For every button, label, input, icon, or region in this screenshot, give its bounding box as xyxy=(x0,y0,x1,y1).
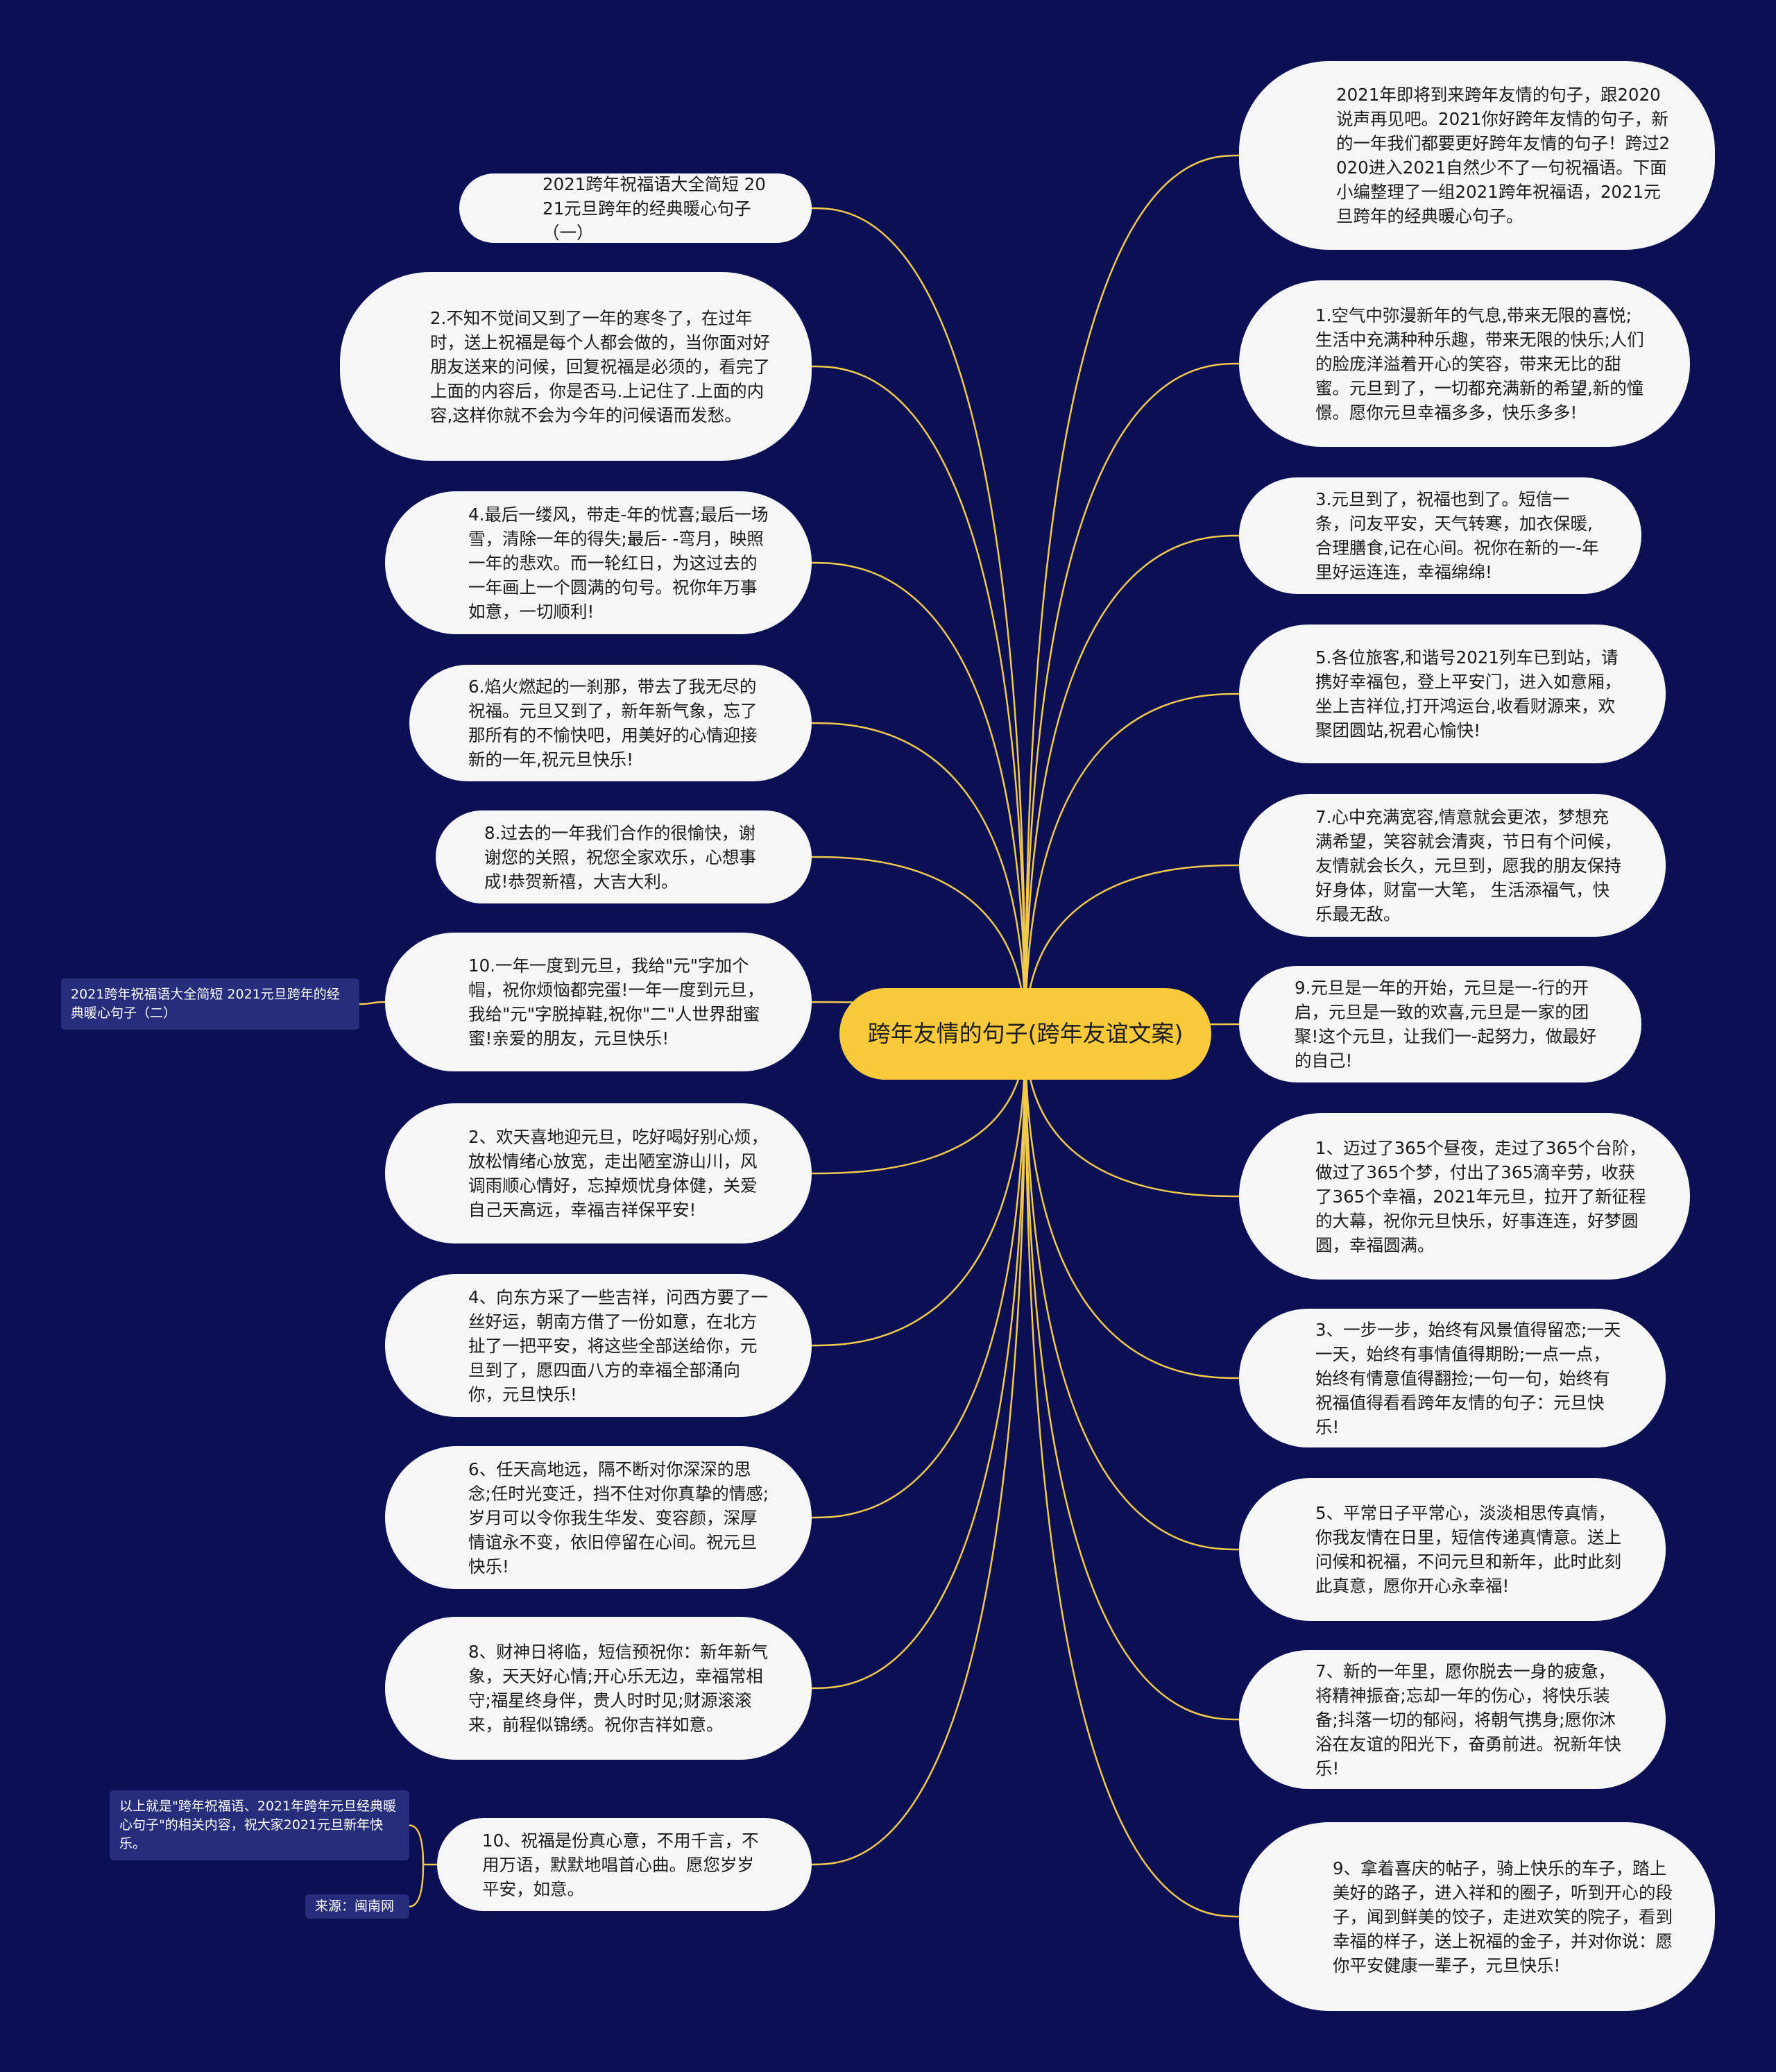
connector-bracket-source xyxy=(409,1864,425,1908)
source-label[interactable]: 来源：闽南网 xyxy=(305,1894,409,1919)
right-node-6-text: 9.元旦是一年的开始，元旦是一-行的开启，元旦是一致的欢喜,元旦是一家的团聚!这… xyxy=(1295,978,1597,1071)
left-node-3-text: 4.最后一缕风，带走-年的忧喜;最后一场雪，清除一年的得失;最后- -弯月，映照… xyxy=(468,504,769,622)
connector-bracket-summary xyxy=(409,1824,425,1865)
connector-right-4 xyxy=(1024,693,1240,1035)
left-node-8-text: 4、向东方采了一些吉祥，问西方要了一丝好运，朝南方借了一份如意，在北方扯了一把平… xyxy=(468,1286,769,1404)
connector-right-7 xyxy=(1024,1033,1240,1198)
left-node-11-text: 10、祝福是份真心意，不用千言，不用万语，默默地唱首心曲。愿您岁岁平安，如意。 xyxy=(482,1830,759,1899)
side-note-part-two-text: 2021跨年祝福语大全简短 2021元旦跨年的经典暖心句子（二） xyxy=(71,987,340,1021)
left-node-7[interactable]: 2、欢天喜地迎元旦，吃好喝好别心烦，放松情绪心放宽，走出陋室游山川，风调雨顺心情… xyxy=(385,1103,812,1243)
right-node-11-text: 9、拿着喜庆的帖子，骑上快乐的车子，踏上美好的路子，进入祥和的圈子，听到开心的段… xyxy=(1333,1858,1673,1976)
left-node-8[interactable]: 4、向东方采了一些吉祥，问西方要了一丝好运，朝南方借了一份如意，在北方扯了一把平… xyxy=(385,1274,812,1417)
connector-right-5 xyxy=(1024,864,1240,1035)
connector-right-1 xyxy=(1024,154,1240,1035)
left-node-10[interactable]: 8、财神日将临，短信预祝你：新年新气象，天天好心情;开心乐无边，幸福常相守;福星… xyxy=(385,1617,812,1760)
right-node-7-text: 1、迈过了365个昼夜，走过了365个台阶，做过了365个梦，付出了365滴辛劳… xyxy=(1315,1137,1646,1255)
right-node-9-text: 5、平常日子平常心，淡淡相思传真情，你我友情在日里，短信传递真情意。送上问候和祝… xyxy=(1315,1503,1621,1596)
connector-right-9 xyxy=(1024,1033,1240,1551)
side-note-summary[interactable]: 以上就是"跨年祝福语、2021年跨年元旦经典暖心句子"的相关内容，祝大家2021… xyxy=(110,1790,409,1860)
left-node-1-text: 2021跨年祝福语大全简短 2021元旦跨年的经典暖心句子（一） xyxy=(543,173,766,243)
right-node-7[interactable]: 1、迈过了365个昼夜，走过了365个台阶，做过了365个梦，付出了365滴辛劳… xyxy=(1239,1113,1690,1280)
right-node-11[interactable]: 9、拿着喜庆的帖子，骑上快乐的车子，踏上美好的路子，进入祥和的圈子，听到开心的段… xyxy=(1239,1822,1715,2011)
left-node-11[interactable]: 10、祝福是份真心意，不用千言，不用万语，默默地唱首心曲。愿您岁岁平安，如意。 xyxy=(437,1818,812,1911)
right-node-10-text: 7、新的一年里，愿你脱去一身的疲惫，将精神振奋;忘却一年的伤心，将快乐装备;抖落… xyxy=(1315,1661,1621,1778)
side-note-summary-text: 以上就是"跨年祝福语、2021年跨年元旦经典暖心句子"的相关内容，祝大家2021… xyxy=(119,1799,397,1851)
right-node-3[interactable]: 3.元旦到了，祝福也到了。短信一条，问友平安，天气转寒，加衣保暖,合理膳食,记在… xyxy=(1239,477,1641,594)
connector-right-8 xyxy=(1024,1033,1240,1379)
left-node-10-text: 8、财神日将临，短信预祝你：新年新气象，天天好心情;开心乐无边，幸福常相守;福星… xyxy=(468,1642,769,1735)
right-node-2[interactable]: 1.空气中弥漫新年的气息,带来无限的喜悦;生活中充满种种乐趣，带来无限的快乐;人… xyxy=(1239,280,1690,447)
right-node-9[interactable]: 5、平常日子平常心，淡淡相思传真情，你我友情在日里，短信传递真情意。送上问候和祝… xyxy=(1239,1478,1666,1621)
source-label-text: 来源：闽南网 xyxy=(315,1899,395,1914)
left-node-5-text: 8.过去的一年我们合作的很愉快，谢谢您的关照，祝您全家欢乐，心想事成!恭贺新禧，… xyxy=(484,822,756,892)
connector-right-11 xyxy=(1024,1033,1240,1918)
right-node-5[interactable]: 7.心中充满宽容,情意就会更浓，梦想充满希望，笑容就会清爽，节日有个问候，友情就… xyxy=(1239,794,1666,937)
side-note-part-two[interactable]: 2021跨年祝福语大全简短 2021元旦跨年的经典暖心句子（二） xyxy=(61,978,359,1030)
connector-side-part-two xyxy=(359,1001,386,1005)
connector-left-11 xyxy=(811,1033,1027,1866)
right-node-6[interactable]: 9.元旦是一年的开始，元旦是一-行的开启，元旦是一致的欢喜,元旦是一家的团聚!这… xyxy=(1239,966,1641,1082)
center-topic[interactable]: 跨年友情的句子(跨年友谊文案) xyxy=(839,988,1211,1080)
left-node-4-text: 6.焰火燃起的一刹那，带去了我无尽的祝福。元旦又到了，新年新气象，忘了那所有的不… xyxy=(468,677,758,770)
left-node-2-text: 2.不知不觉间又到了一年的寒冬了，在过年时，送上祝福是每个人都会做的，当你面对好… xyxy=(430,307,770,425)
left-node-4[interactable]: 6.焰火燃起的一刹那，带去了我无尽的祝福。元旦又到了，新年新气象，忘了那所有的不… xyxy=(409,665,812,781)
left-node-9[interactable]: 6、任天高地远，隔不断对你深深的思念;任时光变迁，挡不住对你真挚的情感;岁月可以… xyxy=(385,1446,812,1589)
left-node-5[interactable]: 8.过去的一年我们合作的很愉快，谢谢您的关照，祝您全家欢乐，心想事成!恭贺新禧，… xyxy=(436,810,812,903)
left-node-2[interactable]: 2.不知不觉间又到了一年的寒冬了，在过年时，送上祝福是每个人都会做的，当你面对好… xyxy=(340,272,812,461)
left-node-9-text: 6、任天高地远，隔不断对你深深的思念;任时光变迁，挡不住对你真挚的情感;岁月可以… xyxy=(468,1459,769,1577)
connector-right-10 xyxy=(1024,1033,1240,1721)
connector-left-2 xyxy=(811,365,1027,1035)
connector-right-3 xyxy=(1024,534,1240,1035)
connector-left-3 xyxy=(811,561,1027,1035)
connector-left-5 xyxy=(811,856,1027,1035)
right-node-10[interactable]: 7、新的一年里，愿你脱去一身的疲惫，将精神振奋;忘却一年的伤心，将快乐装备;抖落… xyxy=(1239,1650,1666,1789)
left-node-6-text: 10.一年一度到元旦，我给"元"字加个帽，祝你烦恼都完蛋!一年一度到元旦，我给"… xyxy=(468,956,765,1048)
center-topic-text: 跨年友情的句子(跨年友谊文案) xyxy=(867,1020,1184,1047)
left-node-1[interactable]: 2021跨年祝福语大全简短 2021元旦跨年的经典暖心句子（一） xyxy=(459,173,812,243)
right-node-8[interactable]: 3、一步一步，始终有风景值得留恋;一天一天，始终有事情值得期盼;一点一点，始终有… xyxy=(1239,1309,1666,1447)
right-node-1-text: 2021年即将到来跨年友情的句子，跟2020说声再见吧。2021你好跨年友情的句… xyxy=(1336,85,1671,226)
right-node-4[interactable]: 5.各位旅客,和谐号2021列车已到站，请携好幸福包，登上平安门，进入如意厢，坐… xyxy=(1239,625,1666,763)
connector-left-10 xyxy=(811,1033,1027,1690)
connector-left-9 xyxy=(811,1033,1027,1519)
right-node-4-text: 5.各位旅客,和谐号2021列车已到站，请携好幸福包，登上平安门，进入如意厢，坐… xyxy=(1315,647,1621,740)
right-node-5-text: 7.心中充满宽容,情意就会更浓，梦想充满希望，笑容就会清爽，节日有个问候，友情就… xyxy=(1315,806,1621,924)
connector-right-2 xyxy=(1024,362,1240,1035)
right-node-2-text: 1.空气中弥漫新年的气息,带来无限的喜悦;生活中充满种种乐趣，带来无限的快乐;人… xyxy=(1315,305,1644,423)
connector-left-4 xyxy=(811,722,1027,1035)
connector-left-8 xyxy=(811,1033,1027,1347)
connector-left-1 xyxy=(811,207,1027,1035)
left-node-3[interactable]: 4.最后一缕风，带走-年的忧喜;最后一场雪，清除一年的得失;最后- -弯月，映照… xyxy=(385,491,812,634)
right-node-1[interactable]: 2021年即将到来跨年友情的句子，跟2020说声再见吧。2021你好跨年友情的句… xyxy=(1239,61,1715,250)
left-node-6[interactable]: 10.一年一度到元旦，我给"元"字加个帽，祝你烦恼都完蛋!一年一度到元旦，我给"… xyxy=(385,933,812,1071)
left-node-7-text: 2、欢天喜地迎元旦，吃好喝好别心烦，放松情绪心放宽，走出陋室游山川，风调雨顺心情… xyxy=(468,1127,769,1220)
connector-left-7 xyxy=(811,1033,1027,1175)
right-node-3-text: 3.元旦到了，祝福也到了。短信一条，问友平安，天气转寒，加衣保暖,合理膳食,记在… xyxy=(1315,489,1599,582)
right-node-8-text: 3、一步一步，始终有风景值得留恋;一天一天，始终有事情值得期盼;一点一点，始终有… xyxy=(1315,1319,1621,1437)
